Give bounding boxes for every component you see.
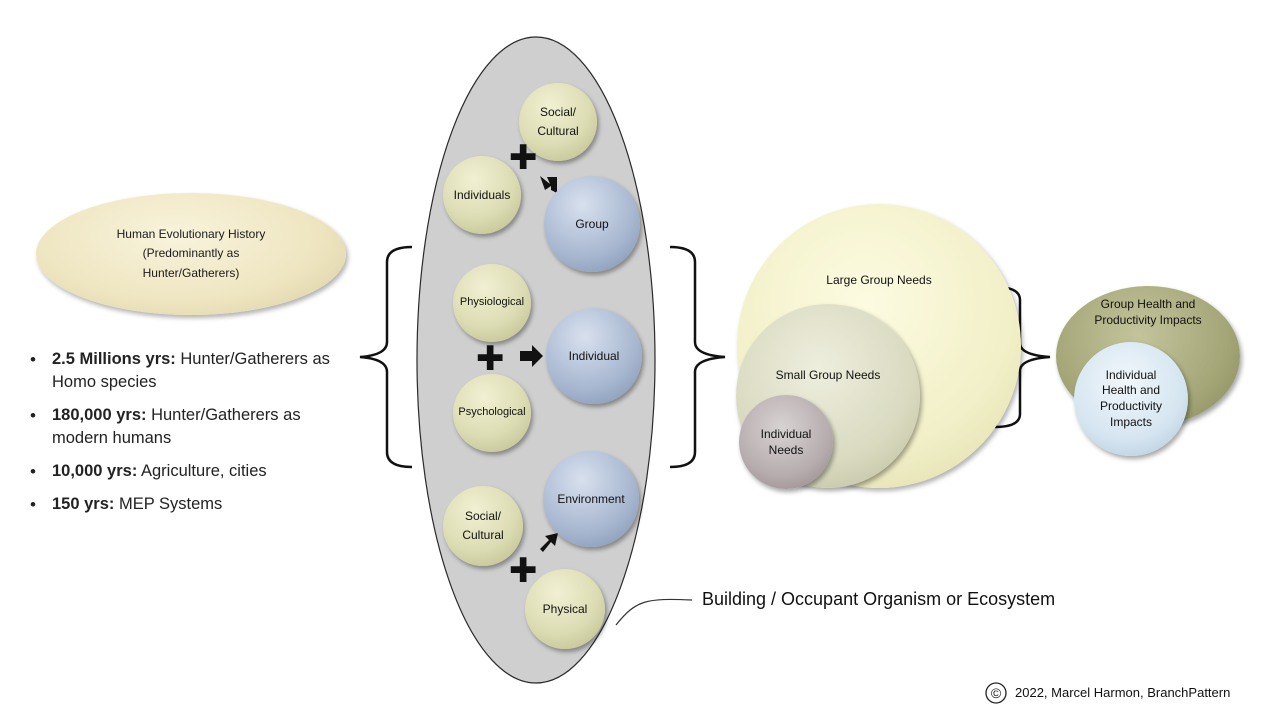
social-cultural-circle-top: Social/ Cultural [519, 83, 597, 161]
left-brace [359, 245, 413, 469]
copyright-symbol: © [990, 685, 1002, 701]
history-oval-line3: Hunter/Gatherers) [142, 265, 240, 280]
individual-impacts-circle: Individual Health and Productivity Impac… [1074, 342, 1188, 456]
history-oval: Human Evolutionary History (Predominantl… [36, 193, 346, 315]
individual-needs-circle: Individual Needs [739, 395, 833, 489]
history-oval-line2: (Predominantly as [142, 246, 240, 261]
environment-circle: Environment [543, 451, 639, 547]
copyright-text: 2022, Marcel Harmon, BranchPattern [1015, 685, 1231, 700]
arrow-icon [540, 533, 558, 552]
physiological-circle: Physiological [453, 264, 531, 342]
plus-icon: ✚ [476, 339, 505, 379]
timeline-item: 180,000 yrs: Hunter/Gatherers as modern … [24, 404, 354, 450]
timeline-item: 2.5 Millions yrs: Hunter/Gatherers as Ho… [24, 348, 354, 394]
physical-circle: Physical [525, 569, 605, 649]
copyright-ring [985, 682, 1007, 704]
building-callout-text: Building / Occupant Organism or Ecosyste… [702, 589, 1056, 609]
plus-icon: ✚ [509, 551, 538, 591]
timeline-item: 150 yrs: MEP Systems [24, 493, 354, 517]
timeline-item: 10,000 yrs: Agriculture, cities [24, 460, 354, 484]
individual-circle: Individual [546, 308, 642, 404]
plus-icon: ✚ [509, 138, 538, 178]
history-oval-line1: Human Evolutionary History [116, 227, 266, 242]
arrow-icon [540, 176, 557, 193]
middle-brace [669, 245, 726, 469]
social-cultural-circle-bottom: Social/ Cultural [443, 486, 523, 566]
group-circle: Group [544, 176, 640, 272]
timeline-list: 2.5 Millions yrs: Hunter/Gatherers as Ho… [24, 348, 354, 527]
psychological-circle: Psychological [453, 374, 531, 452]
individuals-circle: Individuals [443, 156, 521, 234]
right-brace [994, 285, 1051, 429]
arrow-icon [520, 345, 543, 367]
callout-line [615, 598, 693, 626]
